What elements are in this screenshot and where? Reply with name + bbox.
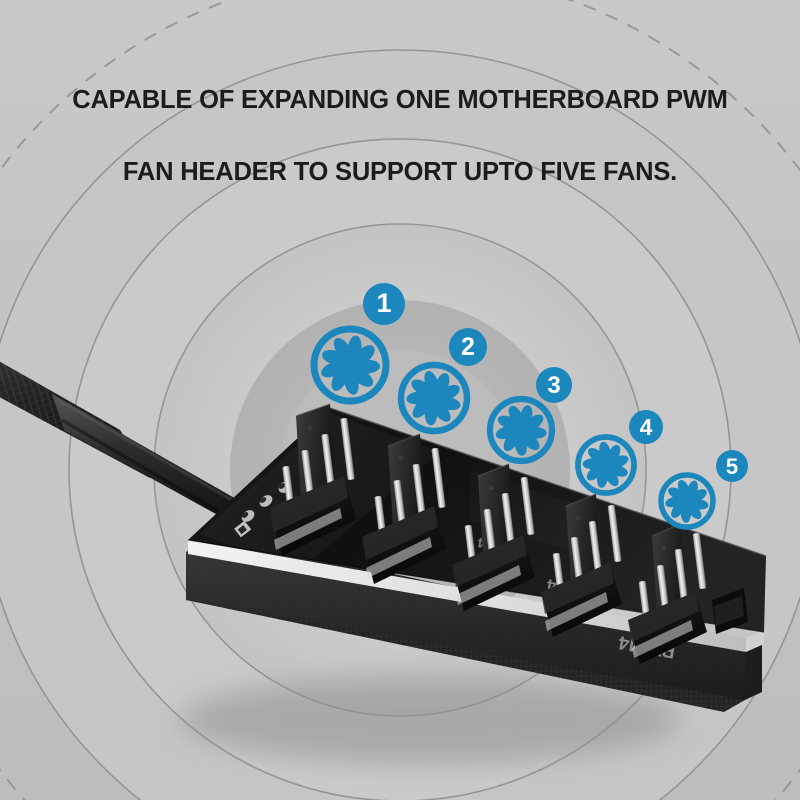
fan-badge-label-4: 4	[640, 414, 653, 440]
sleeved-cable	[0, 361, 252, 534]
pcb-right-end-slot	[712, 588, 748, 634]
fan-badge-2	[449, 328, 487, 366]
fan-icon-3[interactable]: 3	[486, 367, 572, 465]
fan-blades-2	[406, 371, 461, 426]
fan-icon-4[interactable]: 4	[575, 410, 663, 496]
headline-line-2: FAN HEADER TO SUPPORT UPTO FIVE FANS.	[122, 158, 678, 186]
fan-icon-5[interactable]: 5	[658, 450, 748, 530]
fan-icon-2[interactable]: 2	[397, 328, 487, 435]
fan-header-5	[628, 523, 707, 664]
fan-header-2	[362, 433, 446, 584]
board-drop-shadow	[180, 676, 680, 764]
fan-badge-5	[716, 450, 748, 482]
cable-heatshrink	[52, 394, 252, 534]
fan-header-3	[452, 463, 535, 611]
foam-backing	[186, 535, 762, 712]
fan-badge-label-2: 2	[461, 333, 475, 361]
page-title: CAPABLE OF EXPANDING ONE MOTHERBOARD PWM…	[0, 46, 800, 226]
header-pins	[552, 504, 622, 610]
fan-blades-4	[582, 441, 629, 488]
fan-badge-4	[629, 410, 663, 444]
fan-icon-1[interactable]: 1	[310, 283, 405, 405]
fan-blades-5	[665, 480, 709, 523]
fan-blades-3	[495, 405, 547, 456]
fan-badge-label-1: 1	[376, 288, 391, 318]
fan-badge-label-3: 3	[547, 372, 560, 399]
fan-badge-1	[363, 283, 405, 325]
fan-badge-3	[536, 367, 572, 403]
fan-badge-label-5: 5	[726, 454, 738, 479]
fan-blades-1	[321, 335, 380, 395]
headline-line-1: CAPABLE OF EXPANDING ONE MOTHERBOARD PWM	[72, 86, 728, 114]
fan-header-1	[270, 403, 356, 556]
fan-header-4	[541, 493, 622, 637]
